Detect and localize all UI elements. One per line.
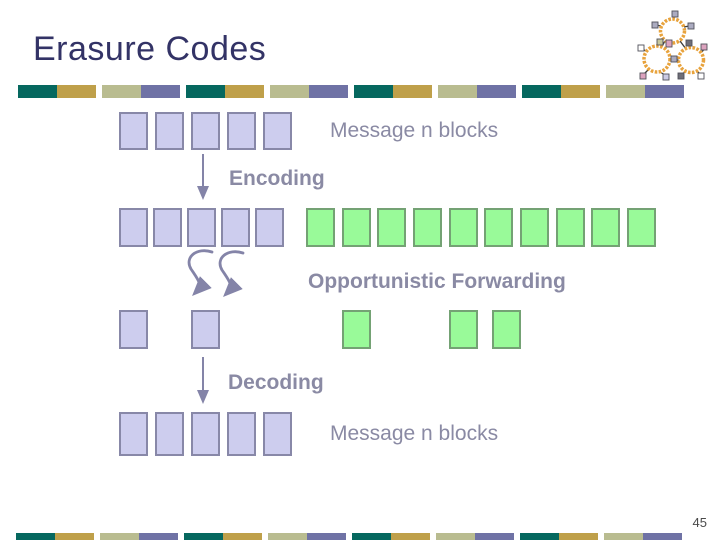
stripe-segment-gold — [57, 85, 96, 98]
stripe-segment-gold — [225, 85, 264, 98]
stripe-segment-teal — [522, 85, 561, 98]
stripe-segment-khaki — [270, 85, 309, 98]
encoded-block-encoded — [449, 208, 478, 247]
encoded-block-encoded — [413, 208, 442, 247]
message-block-decoded — [227, 412, 256, 456]
stripe-segment-teal — [18, 85, 57, 98]
stripe-segment-purple — [645, 85, 684, 98]
message-block-encoded — [221, 208, 250, 247]
encoding-label: Encoding — [229, 167, 325, 190]
message-block-message-top — [263, 112, 292, 150]
stripe-segment-gold — [559, 533, 598, 540]
stripe-segment-purple — [309, 85, 348, 98]
encoded-block-encoded — [591, 208, 620, 247]
message-block-encoded — [255, 208, 284, 247]
decoding-label: Decoding — [228, 371, 324, 394]
encoded-block-encoded — [520, 208, 549, 247]
stripe-segment-teal — [16, 533, 55, 540]
message-block-message-top — [119, 112, 148, 150]
message-block-decoded — [263, 412, 292, 456]
network-node-squares — [637, 10, 708, 81]
stripe-segment-khaki — [606, 85, 645, 98]
network-clipart-icon — [637, 10, 708, 81]
encoded-block-encoded — [306, 208, 335, 247]
message-block-message-top — [155, 112, 184, 150]
encoded-block-encoded — [484, 208, 513, 247]
message-block-encoded — [187, 208, 216, 247]
stripe-segment-gold — [223, 533, 262, 540]
message-block-received — [119, 310, 148, 349]
encoded-block-encoded — [342, 208, 371, 247]
opportunistic-forwarding-label: Opportunistic Forwarding — [308, 270, 566, 293]
stripe-segment-purple — [307, 533, 346, 540]
message-block-decoded — [191, 412, 220, 456]
squiggle-arrows-icon — [187, 249, 245, 297]
stripe-segment-teal — [352, 533, 391, 540]
page-number: 45 — [692, 515, 707, 530]
message-block-message-top — [227, 112, 256, 150]
stripe-segment-gold — [393, 85, 432, 98]
page-title: Erasure Codes — [33, 30, 267, 68]
message-top-label: Message n blocks — [330, 119, 499, 142]
network-rings — [642, 17, 706, 75]
encoded-block-received — [449, 310, 478, 349]
stripe-segment-teal — [186, 85, 225, 98]
stripe-segment-khaki — [436, 533, 475, 540]
stripe-segment-khaki — [102, 85, 141, 98]
stripe-segment-purple — [141, 85, 180, 98]
title-underline-stripe — [18, 85, 690, 98]
stripe-segment-khaki — [268, 533, 307, 540]
stripe-segment-teal — [520, 533, 559, 540]
stripe-segment-gold — [561, 85, 600, 98]
encoded-block-encoded — [556, 208, 585, 247]
message-block-received — [191, 310, 220, 349]
stripe-segment-gold — [55, 533, 94, 540]
stripe-segment-purple — [475, 533, 514, 540]
message-bottom-label: Message n blocks — [330, 422, 499, 445]
message-block-decoded — [155, 412, 184, 456]
encoded-block-received — [342, 310, 371, 349]
stripe-segment-teal — [184, 533, 223, 540]
message-block-message-top — [191, 112, 220, 150]
stripe-segment-purple — [477, 85, 516, 98]
stripe-segment-purple — [139, 533, 178, 540]
stripe-segment-purple — [643, 533, 682, 540]
encoded-block-encoded — [627, 208, 656, 247]
stripe-segment-khaki — [604, 533, 643, 540]
message-block-decoded — [119, 412, 148, 456]
message-block-encoded — [119, 208, 148, 247]
stripe-segment-teal — [354, 85, 393, 98]
message-block-encoded — [153, 208, 182, 247]
stripe-segment-khaki — [100, 533, 139, 540]
encoded-block-received — [492, 310, 521, 349]
footer-stripe — [16, 533, 688, 540]
stripe-segment-gold — [391, 533, 430, 540]
stripe-segment-khaki — [438, 85, 477, 98]
encoded-block-encoded — [377, 208, 406, 247]
